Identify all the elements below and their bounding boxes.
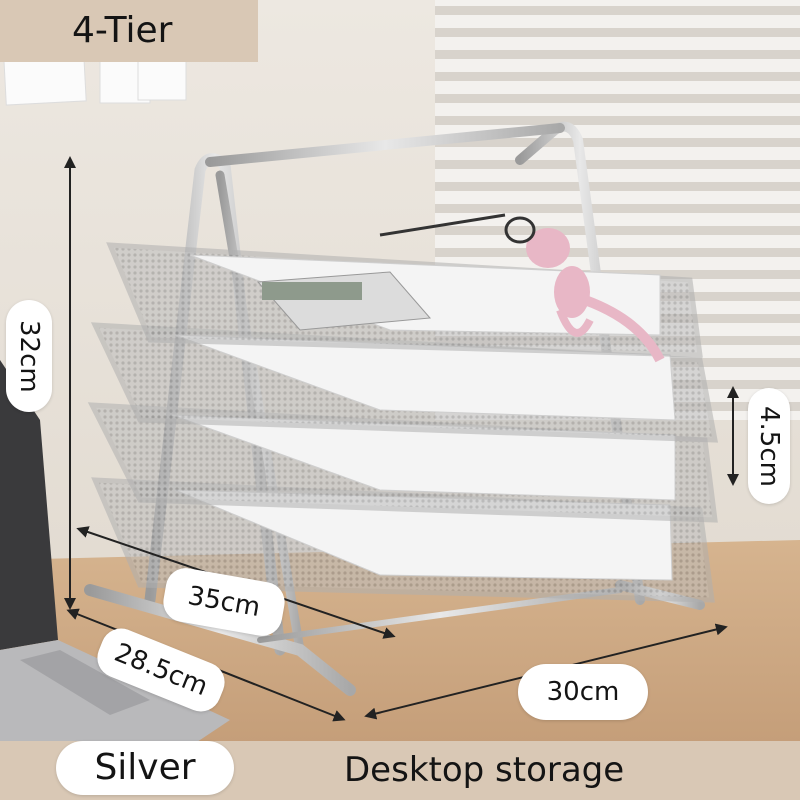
blind-slat <box>435 72 800 81</box>
blind-slat <box>435 6 800 15</box>
color-variant-label: Silver <box>56 741 234 795</box>
tray-gap-dimension-label: 4.5cm <box>748 388 790 504</box>
eyeglasses <box>379 213 536 244</box>
product-description: Desktop storage <box>256 741 800 800</box>
tier-badge: 4-Tier <box>0 0 258 62</box>
blind-slat <box>435 138 800 147</box>
blind-slat <box>435 204 800 213</box>
blind-slat <box>435 160 800 169</box>
blind-slat <box>435 50 800 59</box>
blind-slat <box>435 28 800 37</box>
blind-slat <box>435 248 800 257</box>
blind-slat <box>435 182 800 191</box>
blind-slat <box>435 226 800 235</box>
blind-slat <box>435 94 800 103</box>
height-dimension-label: 32cm <box>6 300 52 412</box>
front-depth-dimension-label: 30cm <box>518 664 648 720</box>
pink-figurine <box>526 228 665 363</box>
blind-slat <box>435 116 800 125</box>
calculator <box>256 271 432 331</box>
